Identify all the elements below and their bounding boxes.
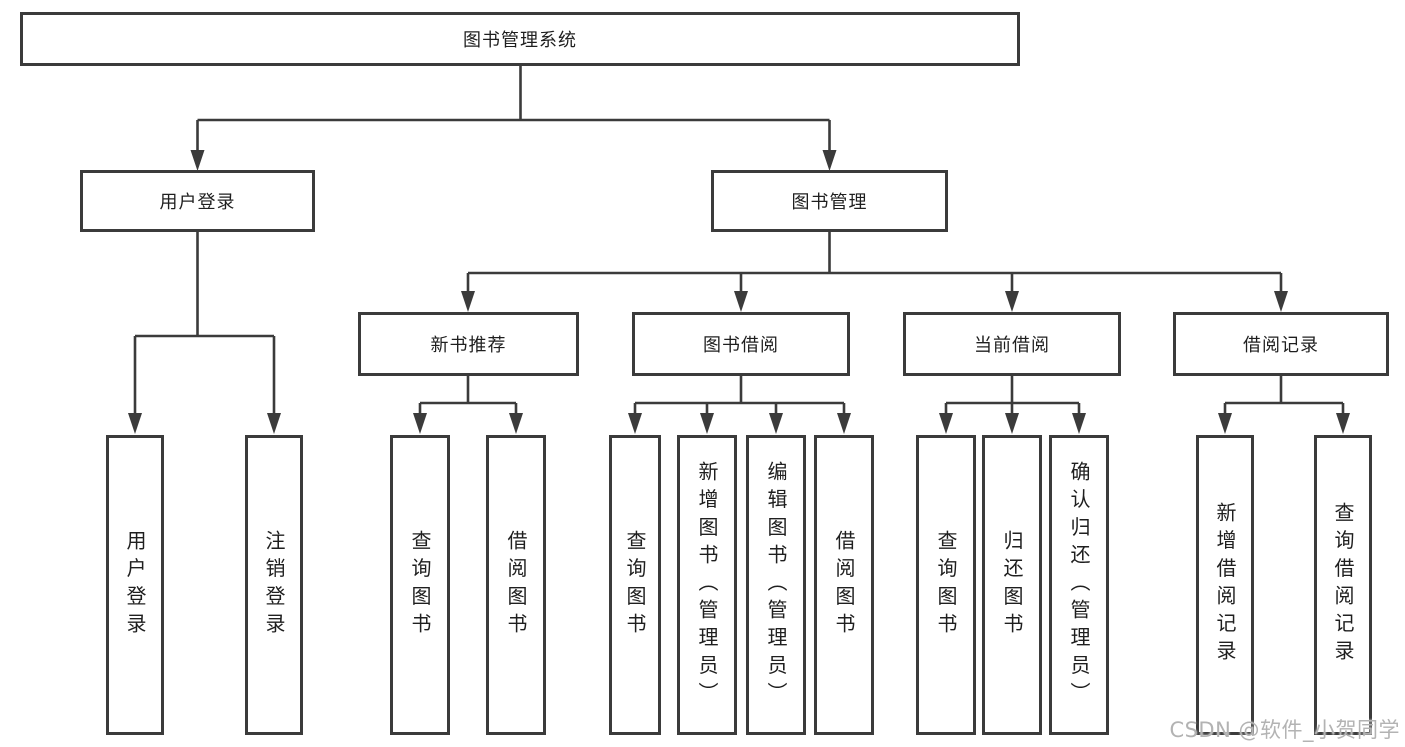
leaf-label: 查询图书 [408,529,432,641]
leaf-borrow-books: 借阅图书 [814,435,874,735]
leaf-label: 借阅图书 [832,529,856,641]
leaf-edit-book-admin: 编辑图书（管理员） [746,435,806,735]
leaf-logout: 注销登录 [245,435,303,735]
leaf-label: 注销登录 [262,529,286,641]
node-book-borrow: 图书借阅 [632,312,850,376]
node-new-book-recommend: 新书推荐 [358,312,579,376]
leaf-return-book: 归还图书 [982,435,1042,735]
leaf-add-book-admin: 新增图书（管理员） [677,435,737,735]
node-user-login: 用户登录 [80,170,315,232]
node-library-system: 图书管理系统 [20,12,1020,66]
leaf-add-borrow-record: 新增借阅记录 [1196,435,1254,735]
node-label: 当前借阅 [974,335,1050,356]
node-label: 图书借阅 [703,335,779,356]
leaf-label: 确认归还（管理员） [1067,460,1091,710]
leaf-label: 查询借阅记录 [1331,502,1355,668]
node-label: 图书管理系统 [463,30,577,51]
node-borrow-records: 借阅记录 [1173,312,1389,376]
node-label: 新书推荐 [430,335,507,356]
node-label: 用户登录 [159,192,236,213]
leaf-label: 查询图书 [934,529,958,641]
node-book-management: 图书管理 [711,170,948,232]
leaf-user-login: 用户登录 [106,435,164,735]
leaf-confirm-return-admin: 确认归还（管理员） [1049,435,1109,735]
leaf-label: 查询图书 [623,529,647,641]
node-current-borrow: 当前借阅 [903,312,1121,376]
leaf-label: 编辑图书（管理员） [764,460,788,710]
leaf-borrow-books-recommend: 借阅图书 [486,435,546,735]
leaf-query-borrow-record: 查询借阅记录 [1314,435,1372,735]
leaf-label: 归还图书 [1000,529,1024,641]
leaf-label: 新增图书（管理员） [695,460,719,710]
leaf-label: 新增借阅记录 [1213,502,1237,668]
leaf-query-books-current: 查询图书 [916,435,976,735]
leaf-query-books-borrow: 查询图书 [609,435,661,735]
watermark: CSDN @软件_小贺同学 [1169,718,1400,742]
leaf-label: 用户登录 [123,529,147,641]
leaf-label: 借阅图书 [504,529,528,641]
node-label: 图书管理 [791,192,868,213]
node-label: 借阅记录 [1243,335,1319,356]
leaf-query-books-recommend: 查询图书 [390,435,450,735]
